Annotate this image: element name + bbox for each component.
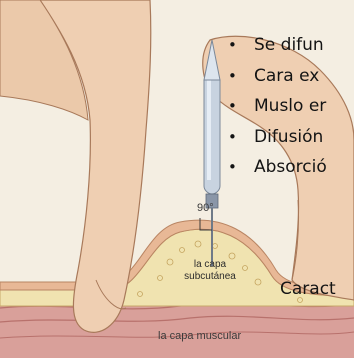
muscle-layer-label: la capa muscular: [158, 330, 242, 342]
bullet-text: Muslo er: [254, 96, 327, 116]
bullet-item: Cara ex: [226, 61, 327, 92]
syringe: [203, 79, 221, 195]
bullet-list: Se difun Cara ex Muslo er Difusión Absor…: [226, 30, 327, 183]
subcutaneous-label-line: subcutánea: [184, 271, 236, 282]
angle-label: 90°: [197, 202, 214, 214]
caption-text: Caract: [280, 279, 336, 299]
left-hand: [39, 0, 152, 333]
bullet-text: Absorció: [254, 157, 327, 177]
muscle-layer: [0, 298, 354, 358]
bullet-text: Se difun: [254, 35, 324, 55]
bullet-text: Difusión: [254, 126, 324, 147]
bullet-item: Muslo er: [226, 91, 327, 122]
bullet-item: Absorció: [226, 152, 327, 183]
bullet-text: Cara ex: [254, 65, 320, 86]
subcutaneous-label: la capa subcutánea: [170, 259, 250, 283]
bullet-item: Difusión: [226, 122, 327, 153]
subcutaneous-label-line: la capa: [193, 259, 227, 270]
bullet-item: Se difun: [226, 30, 327, 61]
